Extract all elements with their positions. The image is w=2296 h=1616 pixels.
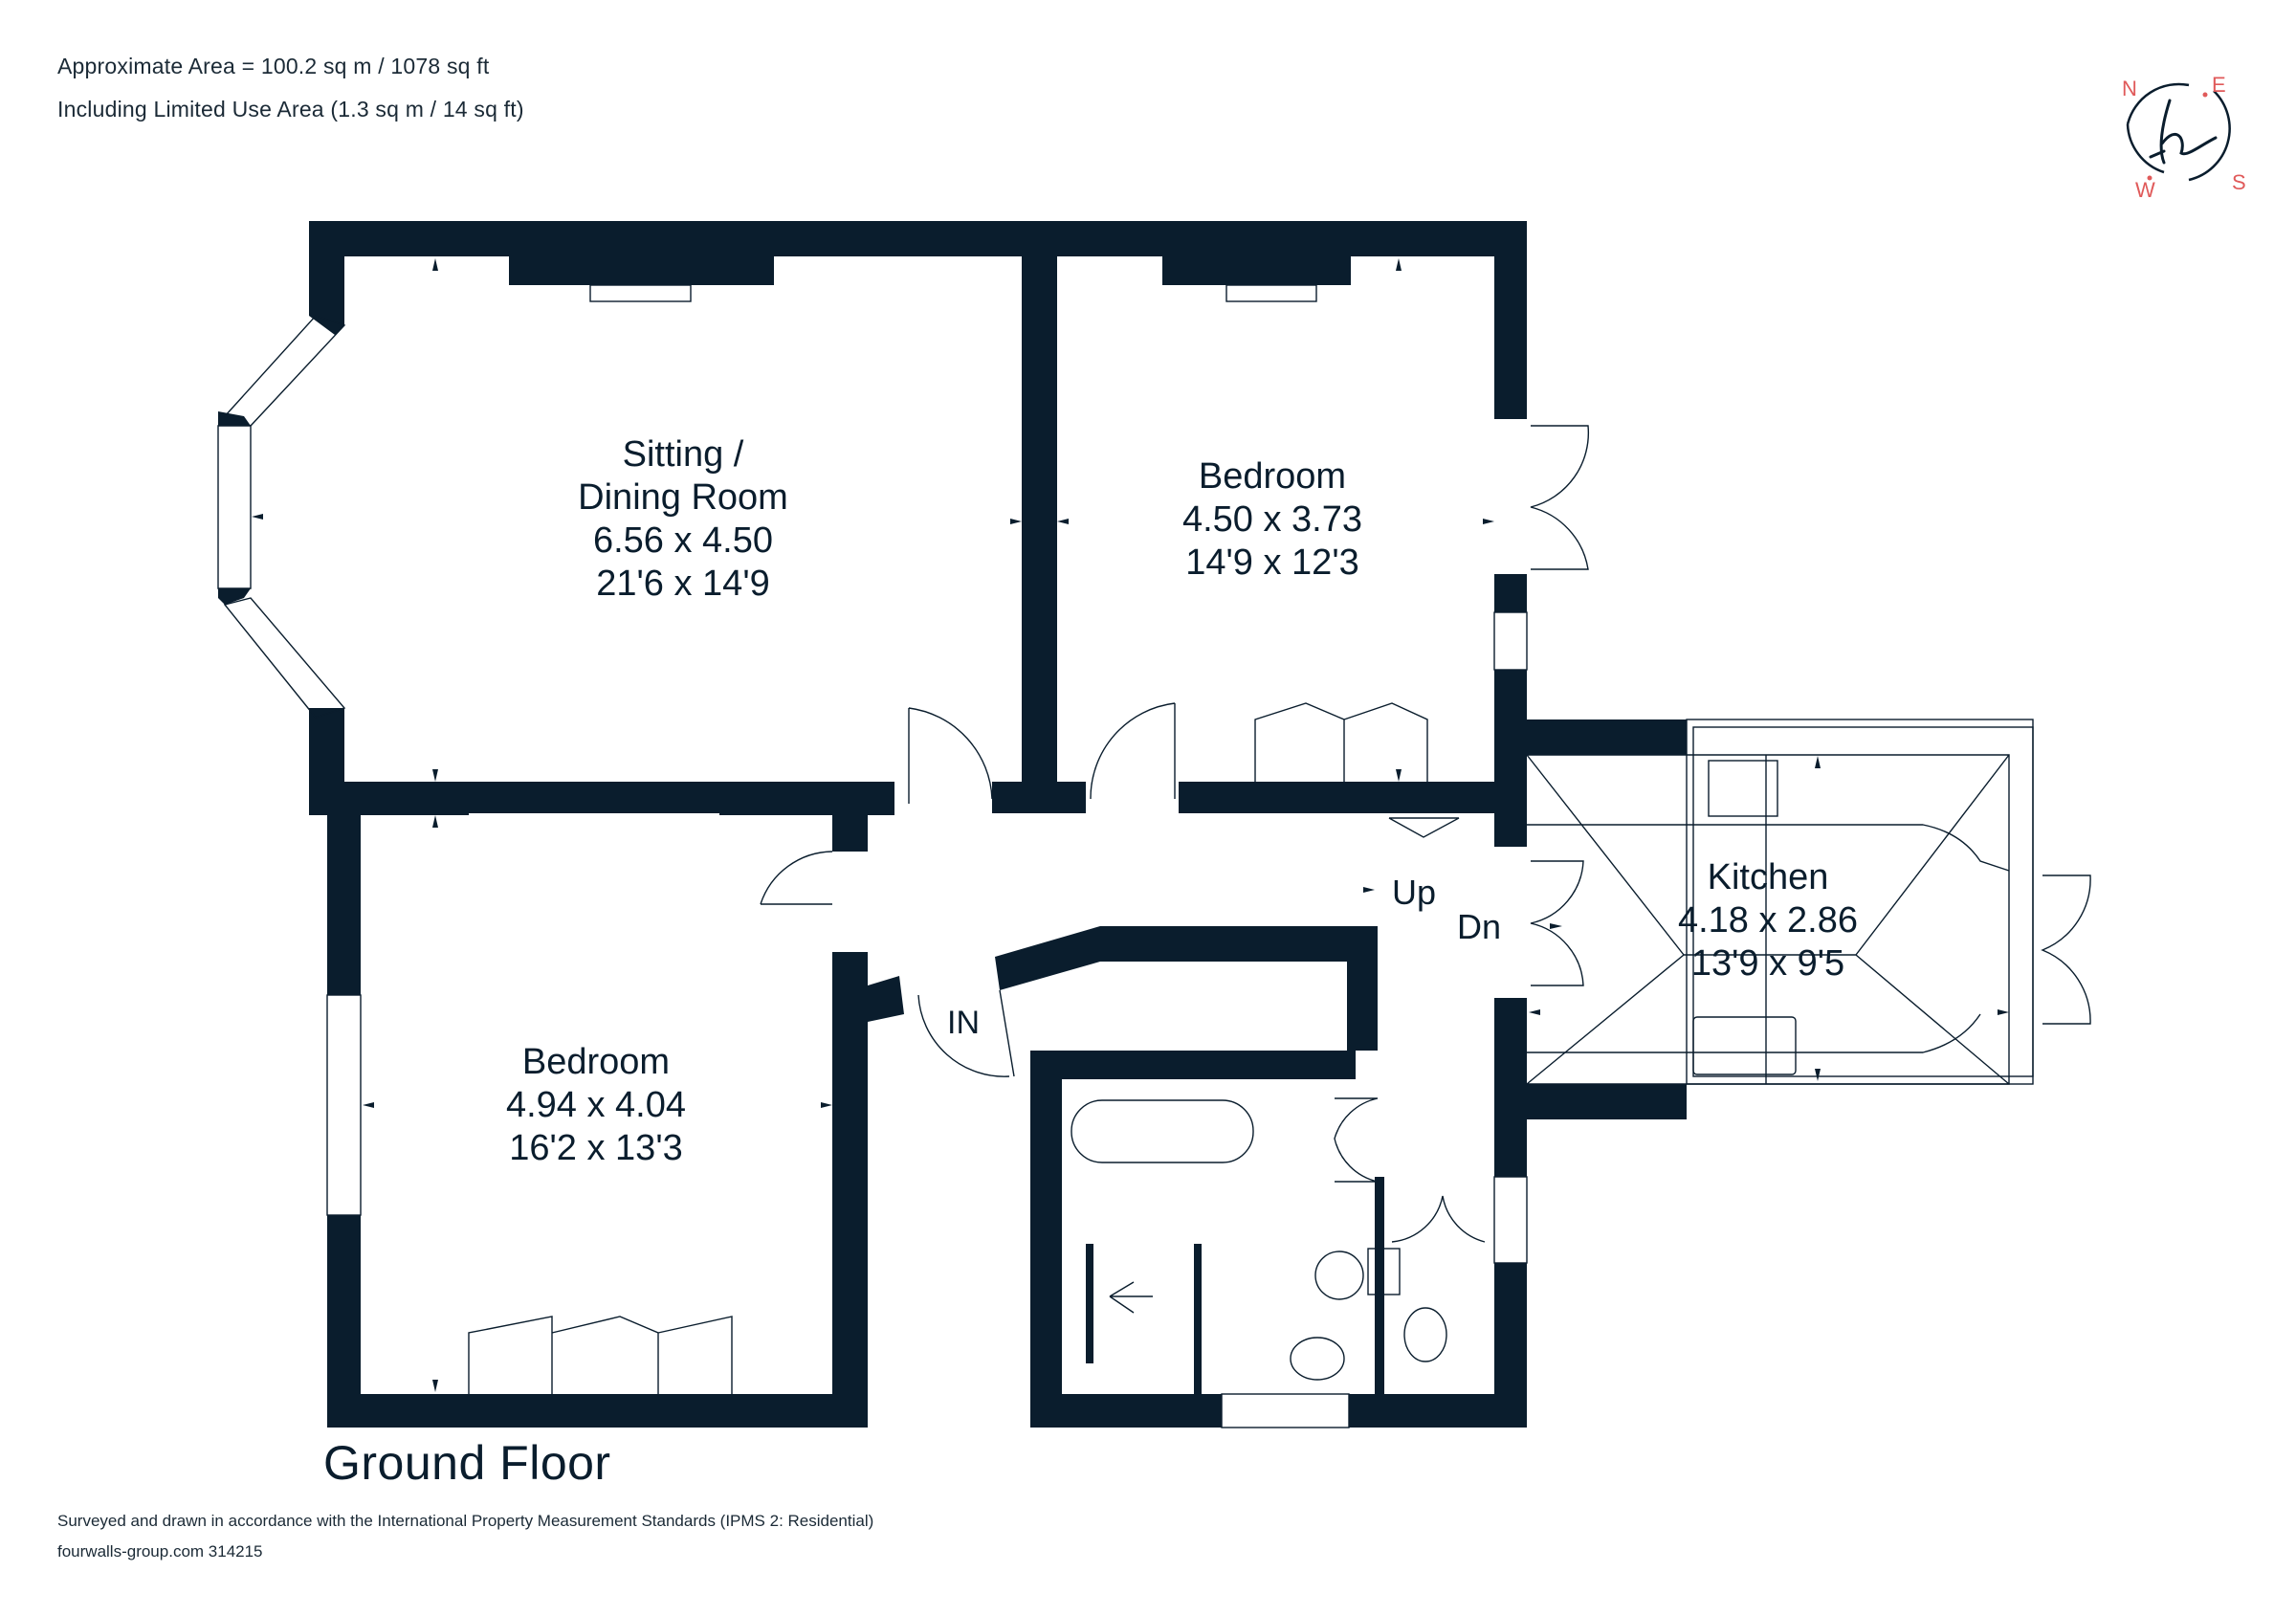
room-name-line-2: Dining Room — [578, 477, 788, 518]
room-sitting-dining: Sitting / Dining Room 6.56 x 4.50 21'6 x… — [578, 433, 788, 606]
walls — [218, 221, 1687, 1428]
room-imperial: 14'9 x 12'3 — [1185, 542, 1359, 583]
room-metric: 4.18 x 2.86 — [1677, 900, 1859, 941]
stairs-down-label: Dn — [1457, 907, 1502, 946]
compass-e: E — [2212, 73, 2226, 97]
room-bedroom-2: Bedroom 4.50 x 3.73 14'9 x 12'3 — [1182, 455, 1362, 585]
dimension-markers — [252, 258, 2009, 1392]
room-imperial: 16'2 x 13'3 — [509, 1128, 683, 1168]
approximate-area: Approximate Area = 100.2 sq m / 1078 sq … — [57, 54, 490, 78]
room-metric: 4.50 x 3.73 — [1181, 499, 1363, 540]
compass-w: W — [2135, 178, 2155, 202]
standards-note: Surveyed and drawn in accordance with th… — [57, 1512, 874, 1530]
room-name-line-1: Sitting / — [622, 434, 744, 475]
room-bedroom-1: Bedroom 4.94 x 4.04 16'2 x 13'3 — [506, 1041, 686, 1170]
compass-n: N — [2122, 77, 2137, 100]
compass-ring-icon: N E S W — [2122, 73, 2246, 202]
room-metric: 4.94 x 4.04 — [505, 1085, 687, 1125]
compass-logo: N E S W — [2095, 57, 2286, 210]
room-metric: 6.56 x 4.50 — [592, 520, 774, 561]
room-imperial: 21'6 x 14'9 — [596, 564, 770, 604]
room-name: Kitchen — [1707, 857, 1829, 897]
reference-note: fourwalls-group.com 314215 — [57, 1542, 263, 1561]
compass-s: S — [2232, 170, 2246, 194]
stairs-up-label: Up — [1392, 873, 1437, 912]
fixtures — [217, 284, 2091, 1428]
room-imperial: 13'9 x 9'5 — [1690, 943, 1845, 984]
room-name: Bedroom — [1198, 456, 1347, 497]
room-name: Bedroom — [521, 1042, 671, 1082]
room-kitchen: Kitchen 4.18 x 2.86 13'9 x 9'5 — [1678, 856, 1858, 985]
floor-title: Ground Floor — [323, 1436, 611, 1490]
entrance-label: IN — [947, 1005, 980, 1041]
limited-use-area: Including Limited Use Area (1.3 sq m / 1… — [57, 97, 524, 122]
